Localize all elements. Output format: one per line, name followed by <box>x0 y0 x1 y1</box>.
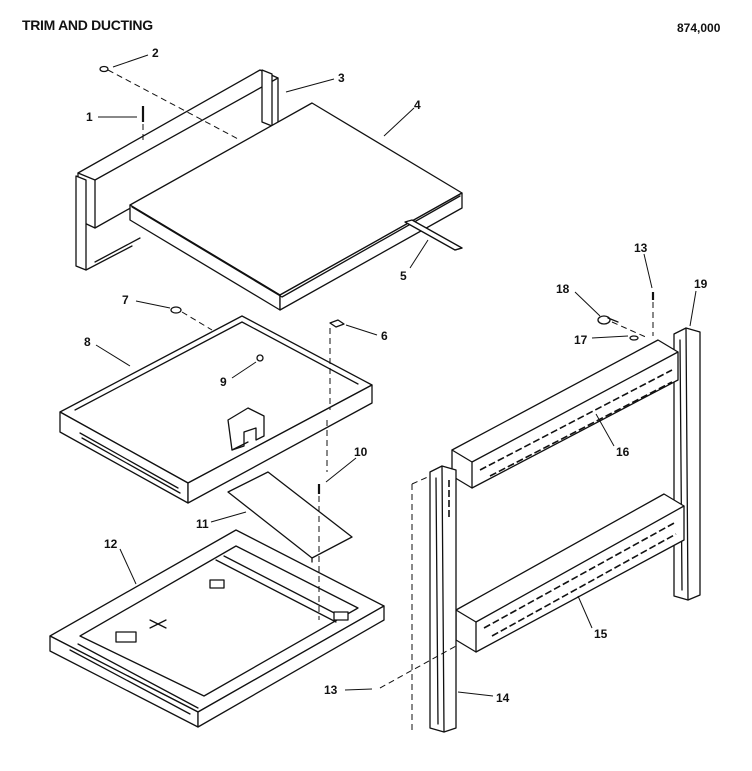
diagram-code: 874,000 <box>677 21 721 35</box>
callout-9: 9 <box>220 375 227 389</box>
callout-8: 8 <box>84 335 91 349</box>
callout-18: 18 <box>556 282 570 296</box>
callout-labels: 2 1 3 4 5 7 8 9 6 10 11 12 18 13 17 19 1… <box>84 46 708 705</box>
callout-2: 2 <box>152 46 159 60</box>
callout-13-bottom: 13 <box>324 683 338 697</box>
part-7-screw <box>170 306 182 314</box>
part-18-screw <box>597 315 619 325</box>
callout-17: 17 <box>574 333 588 347</box>
callout-10: 10 <box>354 445 368 459</box>
callout-13-top: 13 <box>634 241 648 255</box>
callout-11: 11 <box>196 517 209 531</box>
callout-6: 6 <box>381 329 388 343</box>
diagram-title: TRIM AND DUCTING <box>22 17 153 33</box>
part-16-upper-rail <box>451 339 679 489</box>
callout-19: 19 <box>694 277 708 291</box>
callout-5: 5 <box>400 269 407 283</box>
callout-7: 7 <box>122 293 129 307</box>
part-9-bolt <box>256 354 264 362</box>
part-6-clip <box>329 319 345 328</box>
callout-16: 16 <box>616 445 630 459</box>
part-5-rod <box>404 219 463 251</box>
callout-4: 4 <box>414 98 421 112</box>
part-8-drip-tray <box>59 315 373 504</box>
part-12-bottom-frame <box>49 529 385 728</box>
part-3-back-panel <box>75 69 279 271</box>
callout-1: 1 <box>86 110 93 124</box>
part-14-left-upright <box>429 465 457 733</box>
assembly-lines <box>107 69 654 732</box>
fasteners <box>99 65 655 494</box>
callout-14: 14 <box>496 691 510 705</box>
part-2-screw <box>99 65 109 73</box>
callout-15: 15 <box>594 627 608 641</box>
leader-lines <box>95 54 697 697</box>
part-11-plate <box>227 471 353 563</box>
part-15-lower-rail <box>455 493 685 653</box>
callout-3: 3 <box>338 71 345 85</box>
callout-12: 12 <box>104 537 118 551</box>
part-17-washer <box>629 335 639 341</box>
